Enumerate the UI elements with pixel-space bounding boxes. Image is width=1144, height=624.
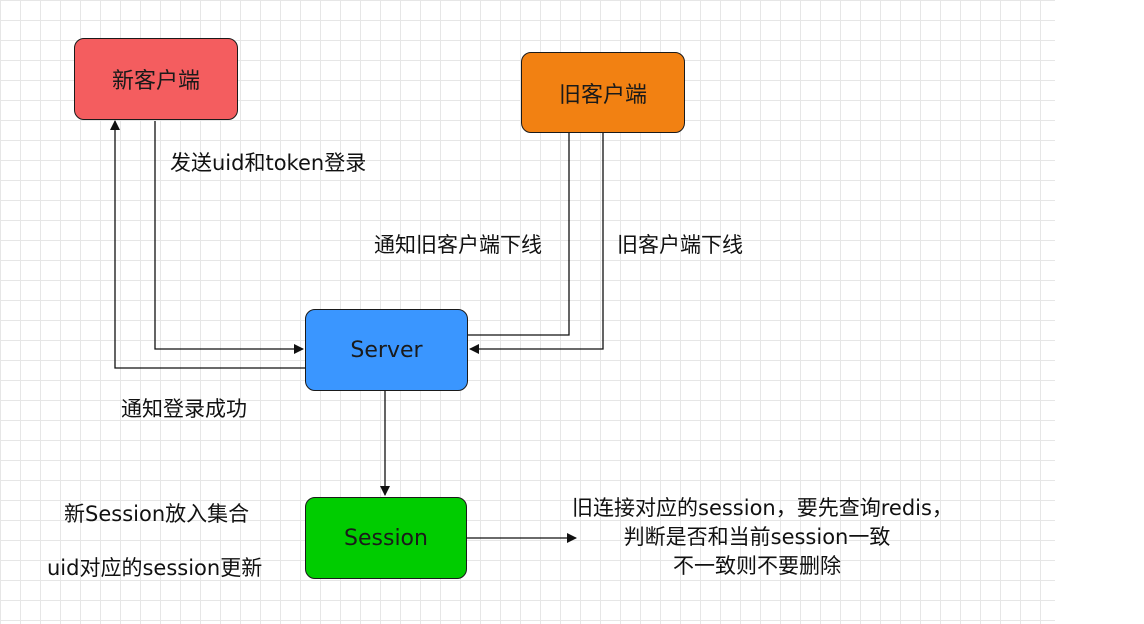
edge-old-offline [469,133,604,354]
note-line-2: 判断是否和当前session一致 [623,525,891,549]
session-note: 旧连接对应的session，要先查询redis， 判断是否和当前session一… [572,494,953,581]
edge-login [154,121,304,354]
new-client-node: 新客户端 [74,38,238,120]
note-line-1: 旧连接对应的session，要先查询redis， [572,496,953,520]
note-line-3: 不一致则不要删除 [673,554,841,578]
edge-login-success [110,120,305,369]
uid-session-update-label: uid对应的session更新 [47,556,263,580]
old-offline-label: 旧客户端下线 [617,233,743,257]
edge-notify-old-offline [468,118,574,336]
login-label: 发送uid和token登录 [170,151,367,175]
login-success-label: 通知登录成功 [121,397,247,421]
old-client-node: 旧客户端 [521,52,685,133]
new-session-label: 新Session放入集合 [64,502,250,526]
session-node: Session [305,497,467,579]
server-node: Server [305,309,468,391]
notify-old-offline-label: 通知旧客户端下线 [374,233,542,257]
